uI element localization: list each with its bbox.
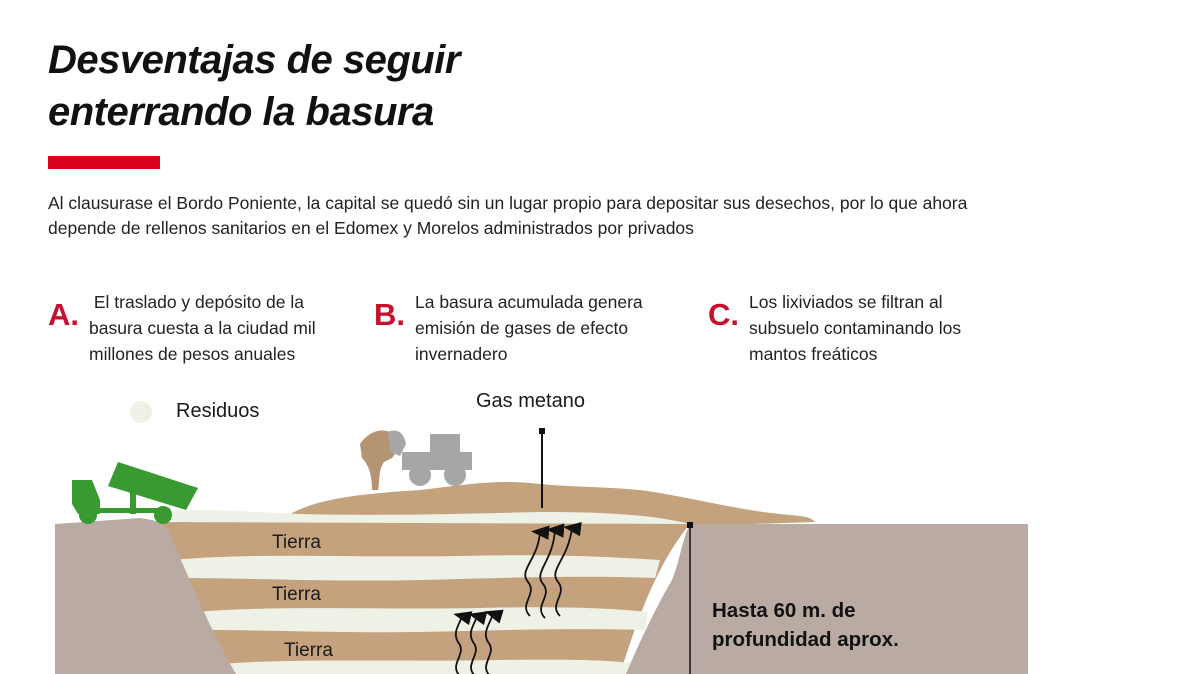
point-letter: A. — [48, 297, 79, 332]
gas-arrows-icon — [453, 609, 504, 674]
point-text: La basura acumulada genera emisión de ga… — [415, 292, 643, 364]
title-line-1: Desventajas de seguir — [48, 38, 460, 82]
waste-legend-swatch — [130, 401, 152, 423]
point-letter: B. — [374, 297, 405, 332]
depth-line-2: profundidad aprox. — [712, 628, 899, 651]
legend-label-residuos: Residuos — [176, 400, 260, 422]
dump-truck-icon — [72, 462, 198, 524]
bulldozer-icon — [360, 430, 472, 490]
ground-right — [626, 524, 1028, 674]
page-title: Desventajas de seguir enterrando la basu… — [48, 34, 460, 138]
ground-left — [55, 518, 236, 674]
layer-label-tierra: Tierra — [284, 640, 333, 661]
point-a: A. El traslado y depósito de la basura c… — [48, 289, 349, 367]
landfill-cross-section — [55, 428, 1028, 674]
point-text: Los lixiviados se filtran al subsuelo co… — [749, 292, 962, 364]
point-letter: C. — [708, 297, 739, 332]
gas-metano-label: Gas metano — [476, 390, 585, 412]
intro-paragraph: Al clausurase el Bordo Poniente, la capi… — [48, 193, 968, 238]
point-b: B. La basura acumulada genera emisión de… — [374, 289, 685, 367]
pit-fill — [160, 522, 690, 674]
waste-stripe-1 — [172, 555, 660, 581]
waste-stripe-2 — [196, 607, 648, 633]
point-c: C. Los lixiviados se filtran al subsuelo… — [708, 289, 1009, 367]
depth-annotation: Hasta 60 m. de profundidad aprox. — [712, 596, 899, 654]
point-text: El traslado y depósito de la basura cues… — [89, 292, 321, 364]
depth-line-1: Hasta 60 m. de — [712, 599, 856, 622]
layer-label-tierra: Tierra — [272, 532, 321, 553]
waste-stripe-3 — [220, 659, 640, 674]
accent-bar — [48, 156, 160, 169]
gas-arrows-icon — [524, 521, 582, 619]
title-line-2: enterrando la basura — [48, 90, 434, 134]
layer-label-tierra: Tierra — [272, 584, 321, 605]
